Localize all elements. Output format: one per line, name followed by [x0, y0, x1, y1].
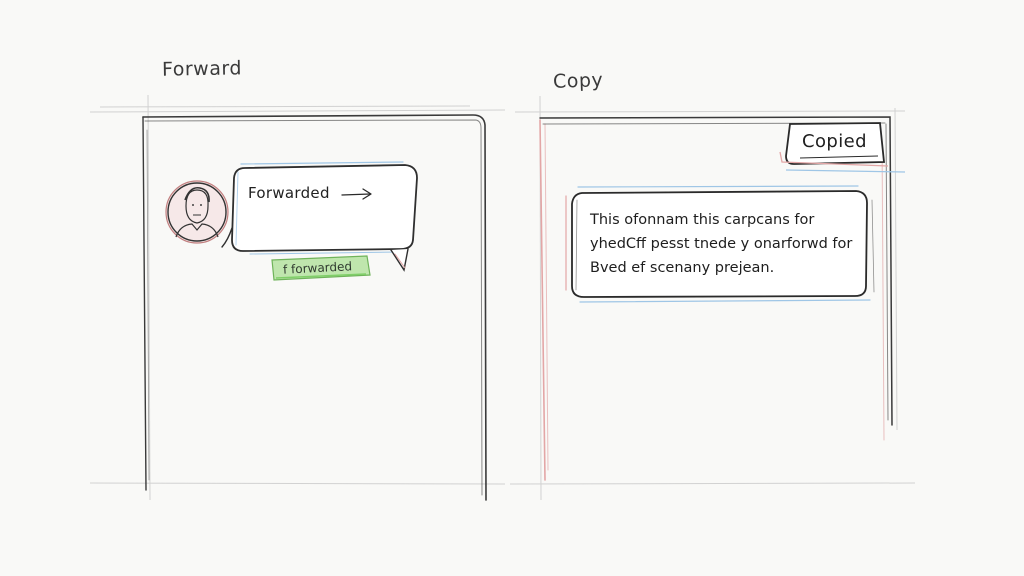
copied-toast-text: Copied — [802, 131, 867, 152]
forwarded-bubble[interactable] — [221, 161, 418, 272]
forward-panel-title: Forward — [161, 57, 243, 81]
copied-message-line: This ofonnam this carpcans for — [590, 212, 815, 228]
copied-message-line: yhedCff pesst tnede y onarforwd for — [590, 236, 853, 252]
copied-toast — [779, 122, 906, 173]
forward-panel-frame — [142, 114, 487, 501]
copy-panel-title: Copy — [552, 69, 604, 93]
person-avatar-icon — [165, 180, 229, 244]
copied-message-box[interactable] — [565, 185, 875, 303]
copy-panel-frame — [539, 116, 893, 481]
copied-message-text: This ofonnam this carpcans for yhedCff p… — [590, 208, 866, 280]
copied-message-line: Bved ef scenany prejean. — [590, 260, 775, 276]
forwarded-status-tag — [271, 255, 371, 281]
forwarded-message-text: Forwarded — [248, 184, 330, 202]
arrow-right-icon — [341, 188, 372, 200]
